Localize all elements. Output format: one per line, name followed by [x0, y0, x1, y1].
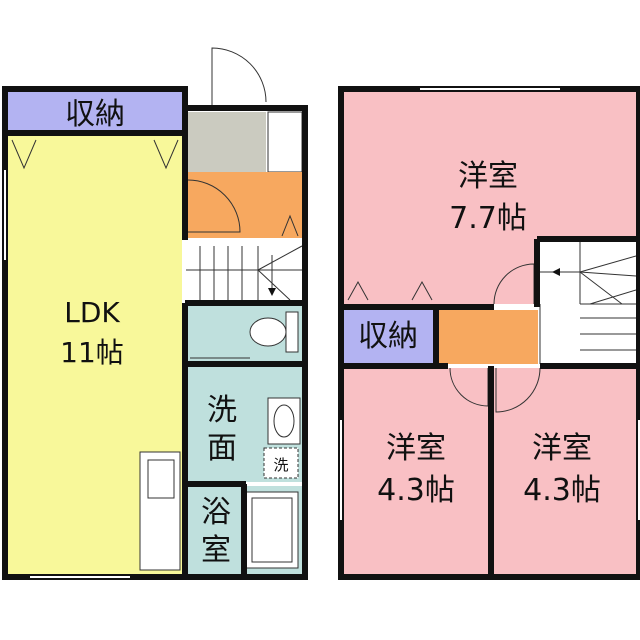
shoe-closet-door	[281, 214, 299, 237]
western-large-size: 7.7帖	[449, 201, 527, 236]
western-left-area	[344, 368, 488, 574]
ldk-size: 11帖	[60, 336, 124, 369]
storage-1f-area	[8, 92, 182, 132]
entrance-floor	[186, 112, 266, 172]
wardrobe-door-left	[347, 280, 369, 301]
storage-1f-door-left	[11, 139, 37, 170]
toilet	[249, 311, 299, 353]
western-left-label: 洋室	[386, 431, 446, 466]
western-right-door	[495, 367, 541, 413]
stairs-2f	[539, 242, 637, 364]
stairs-1f	[186, 245, 303, 301]
western-large-door	[493, 263, 535, 305]
bathroom-label-1: 浴	[201, 495, 231, 530]
ldk-label: LDK	[64, 296, 120, 329]
second-floor: 洋室 7.7帖 収納 洋室 4.3帖 洋室 4.3帖	[338, 86, 640, 580]
storage-2f-label: 収納	[358, 319, 418, 354]
first-floor: 収納 LDK 11帖 洗 面 洗 浴 室	[2, 47, 308, 580]
bathroom-label-2: 室	[201, 533, 231, 568]
western-left-door	[449, 367, 489, 407]
stairs-2f-arrow	[552, 268, 560, 276]
hall-door-swing	[187, 179, 241, 233]
western-left-size: 4.3帖	[377, 473, 455, 508]
wardrobe-door-right	[411, 280, 433, 301]
wash-basin	[267, 397, 301, 445]
storage-1f-door-right	[153, 139, 179, 170]
stairs-1f-area	[186, 240, 302, 302]
stairs-1f-arrow	[268, 288, 276, 296]
shoe-closet	[267, 111, 303, 173]
washroom-label-2: 面	[207, 431, 237, 466]
washroom-label-1: 洗	[207, 393, 237, 428]
washer-space	[263, 447, 299, 479]
kitchen-sink	[147, 459, 175, 499]
entrance-door	[211, 47, 267, 108]
kitchen-counter	[139, 451, 181, 571]
western-large-label: 洋室	[458, 159, 518, 194]
washer-label: 洗	[273, 456, 288, 474]
western-right-area	[494, 368, 636, 574]
storage-2f-area	[344, 310, 434, 364]
western-right-size: 4.3帖	[523, 473, 601, 508]
storage-1f-label: 収納	[65, 97, 125, 132]
first-floor-outer-wall	[2, 86, 308, 580]
western-right-label: 洋室	[532, 431, 592, 466]
hall-2f-area	[438, 310, 538, 364]
bathtub	[245, 491, 299, 569]
